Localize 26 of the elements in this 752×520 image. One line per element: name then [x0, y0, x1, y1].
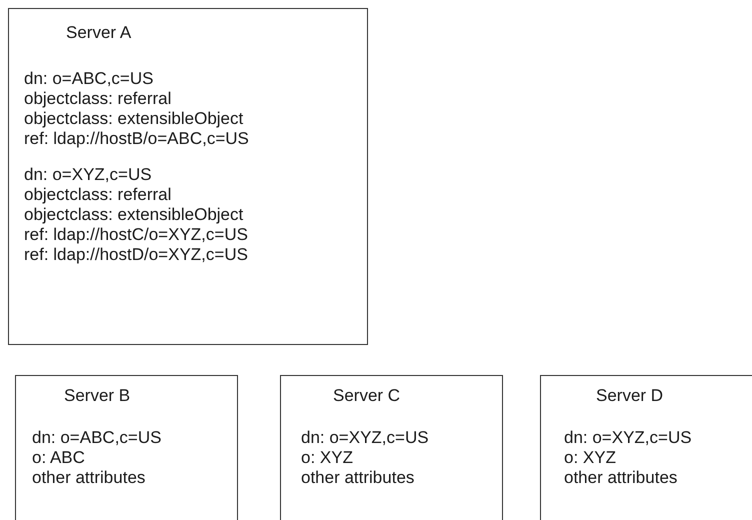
attribute-line: ref: ldap://hostD/o=XYZ,c=US: [24, 245, 249, 265]
attribute-line: objectclass: extensibleObject: [24, 109, 244, 129]
attribute-line: o: XYZ: [564, 448, 617, 468]
attribute-line: objectclass: referral: [24, 89, 172, 109]
attribute-line: other attributes: [32, 468, 146, 488]
attribute-line: objectclass: referral: [24, 185, 172, 205]
attribute-line: dn: o=ABC,c=US: [32, 428, 162, 448]
attribute-line: dn: o=ABC,c=US: [24, 69, 154, 89]
attribute-line: ref: ldap://hostC/o=XYZ,c=US: [24, 225, 249, 245]
server-box: [280, 375, 503, 520]
attribute-line: dn: o=XYZ,c=US: [301, 428, 430, 448]
server-title: Server D: [596, 386, 664, 406]
attribute-line: ref: ldap://hostB/o=ABC,c=US: [24, 129, 250, 149]
server-box: [8, 8, 368, 345]
server-box: [15, 375, 238, 520]
server-title: Server B: [64, 386, 132, 406]
attribute-line: other attributes: [564, 468, 678, 488]
server-title: Server C: [333, 386, 402, 406]
attribute-line: dn: o=XYZ,c=US: [24, 165, 153, 185]
attribute-line: o: ABC: [32, 448, 86, 468]
server-title: Server A: [66, 23, 132, 43]
attribute-line: dn: o=XYZ,c=US: [564, 428, 693, 448]
attribute-line: o: XYZ: [301, 448, 354, 468]
server-box: [540, 375, 752, 520]
attribute-line: other attributes: [301, 468, 416, 488]
attribute-line: objectclass: extensibleObject: [24, 205, 244, 225]
